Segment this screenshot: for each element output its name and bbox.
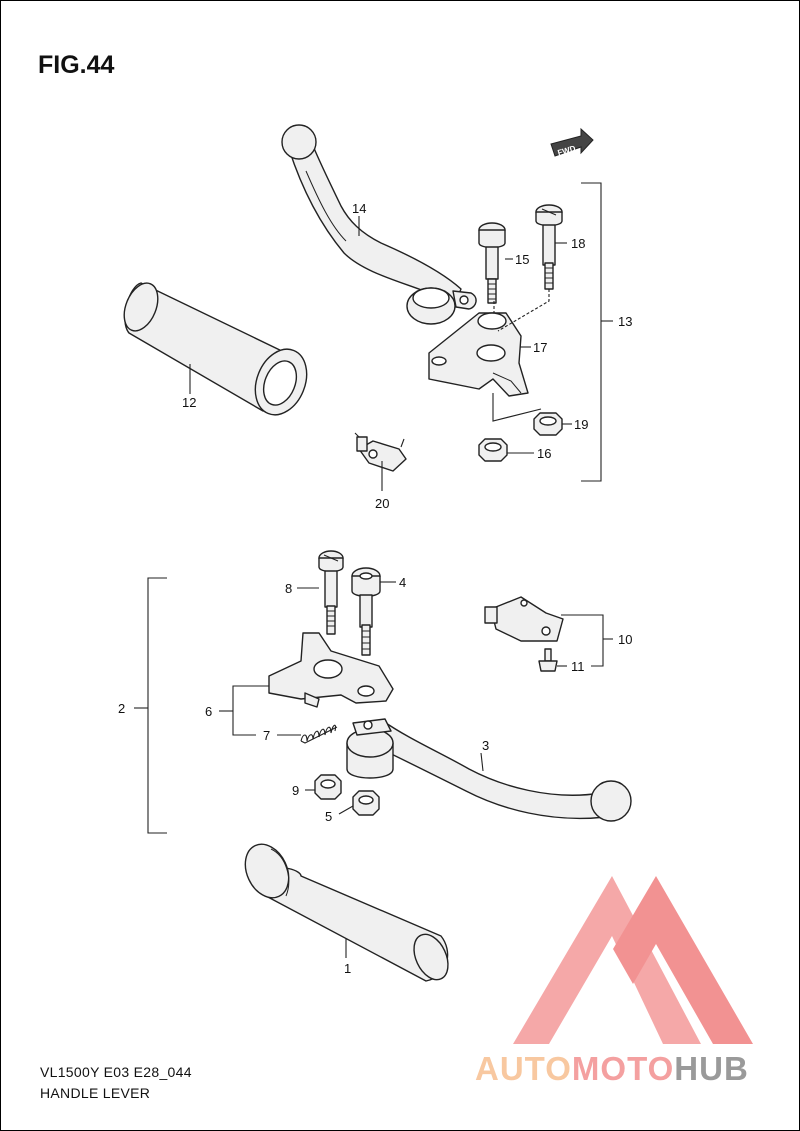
callout-20: 20 <box>375 496 389 511</box>
callout-17: 17 <box>533 340 547 355</box>
callout-15: 15 <box>515 252 529 267</box>
callout-4: 4 <box>399 575 406 590</box>
callout-18: 18 <box>571 236 585 251</box>
bracket-13 <box>581 182 602 482</box>
part-20-lever-switch <box>354 432 407 472</box>
part-5-nut <box>352 790 380 816</box>
part-15-bolt <box>478 222 506 304</box>
callout-12: 12 <box>182 395 196 410</box>
watermark-text-hub: HUB <box>674 1050 749 1087</box>
part-11-screw <box>538 648 558 672</box>
part-19-nut <box>533 412 563 436</box>
part-7-spring <box>300 724 338 744</box>
part-4-bolt <box>351 567 381 656</box>
figure-title: FIG.44 <box>38 51 115 79</box>
callout-14: 14 <box>352 201 366 216</box>
forward-arrow-icon: FWD <box>550 127 594 158</box>
callout-3: 3 <box>482 738 489 753</box>
part-10-lever-switch <box>484 596 564 642</box>
part-6-lever-holder <box>268 632 394 708</box>
callout-8: 8 <box>285 581 292 596</box>
part-14-clutch-lever <box>281 124 477 325</box>
callout-6: 6 <box>205 704 212 719</box>
part-group-caption: HANDLE LEVER <box>40 1085 151 1101</box>
callout-5: 5 <box>325 809 332 824</box>
callout-10: 10 <box>618 632 632 647</box>
callout-7: 7 <box>263 728 270 743</box>
callout-16: 16 <box>537 446 551 461</box>
part-1-handlebar-grip <box>244 843 449 982</box>
callout-1: 1 <box>344 961 351 976</box>
part-3-brake-lever <box>346 718 632 822</box>
callout-13: 13 <box>618 314 632 329</box>
bracket-2 <box>147 577 167 834</box>
callout-9: 9 <box>292 783 299 798</box>
callout-2: 2 <box>118 701 125 716</box>
watermark-text-auto: AUTO <box>475 1050 572 1087</box>
watermark-logo-icon <box>513 876 753 1044</box>
watermark-text-moto: MOTO <box>571 1050 675 1087</box>
part-17-lever-holder <box>428 312 529 397</box>
watermark-brand-text: AUTOMOTOHUB <box>475 1050 749 1088</box>
model-code-caption: VL1500Y E03 E28_044 <box>40 1064 192 1080</box>
part-8-screw <box>318 550 344 635</box>
part-9-nut <box>314 774 342 800</box>
part-18-screw <box>535 204 563 290</box>
callout-19: 19 <box>574 417 588 432</box>
callout-11: 11 <box>571 659 585 674</box>
part-16-nut <box>478 438 508 462</box>
part-12-handlebar-grip <box>123 282 308 416</box>
